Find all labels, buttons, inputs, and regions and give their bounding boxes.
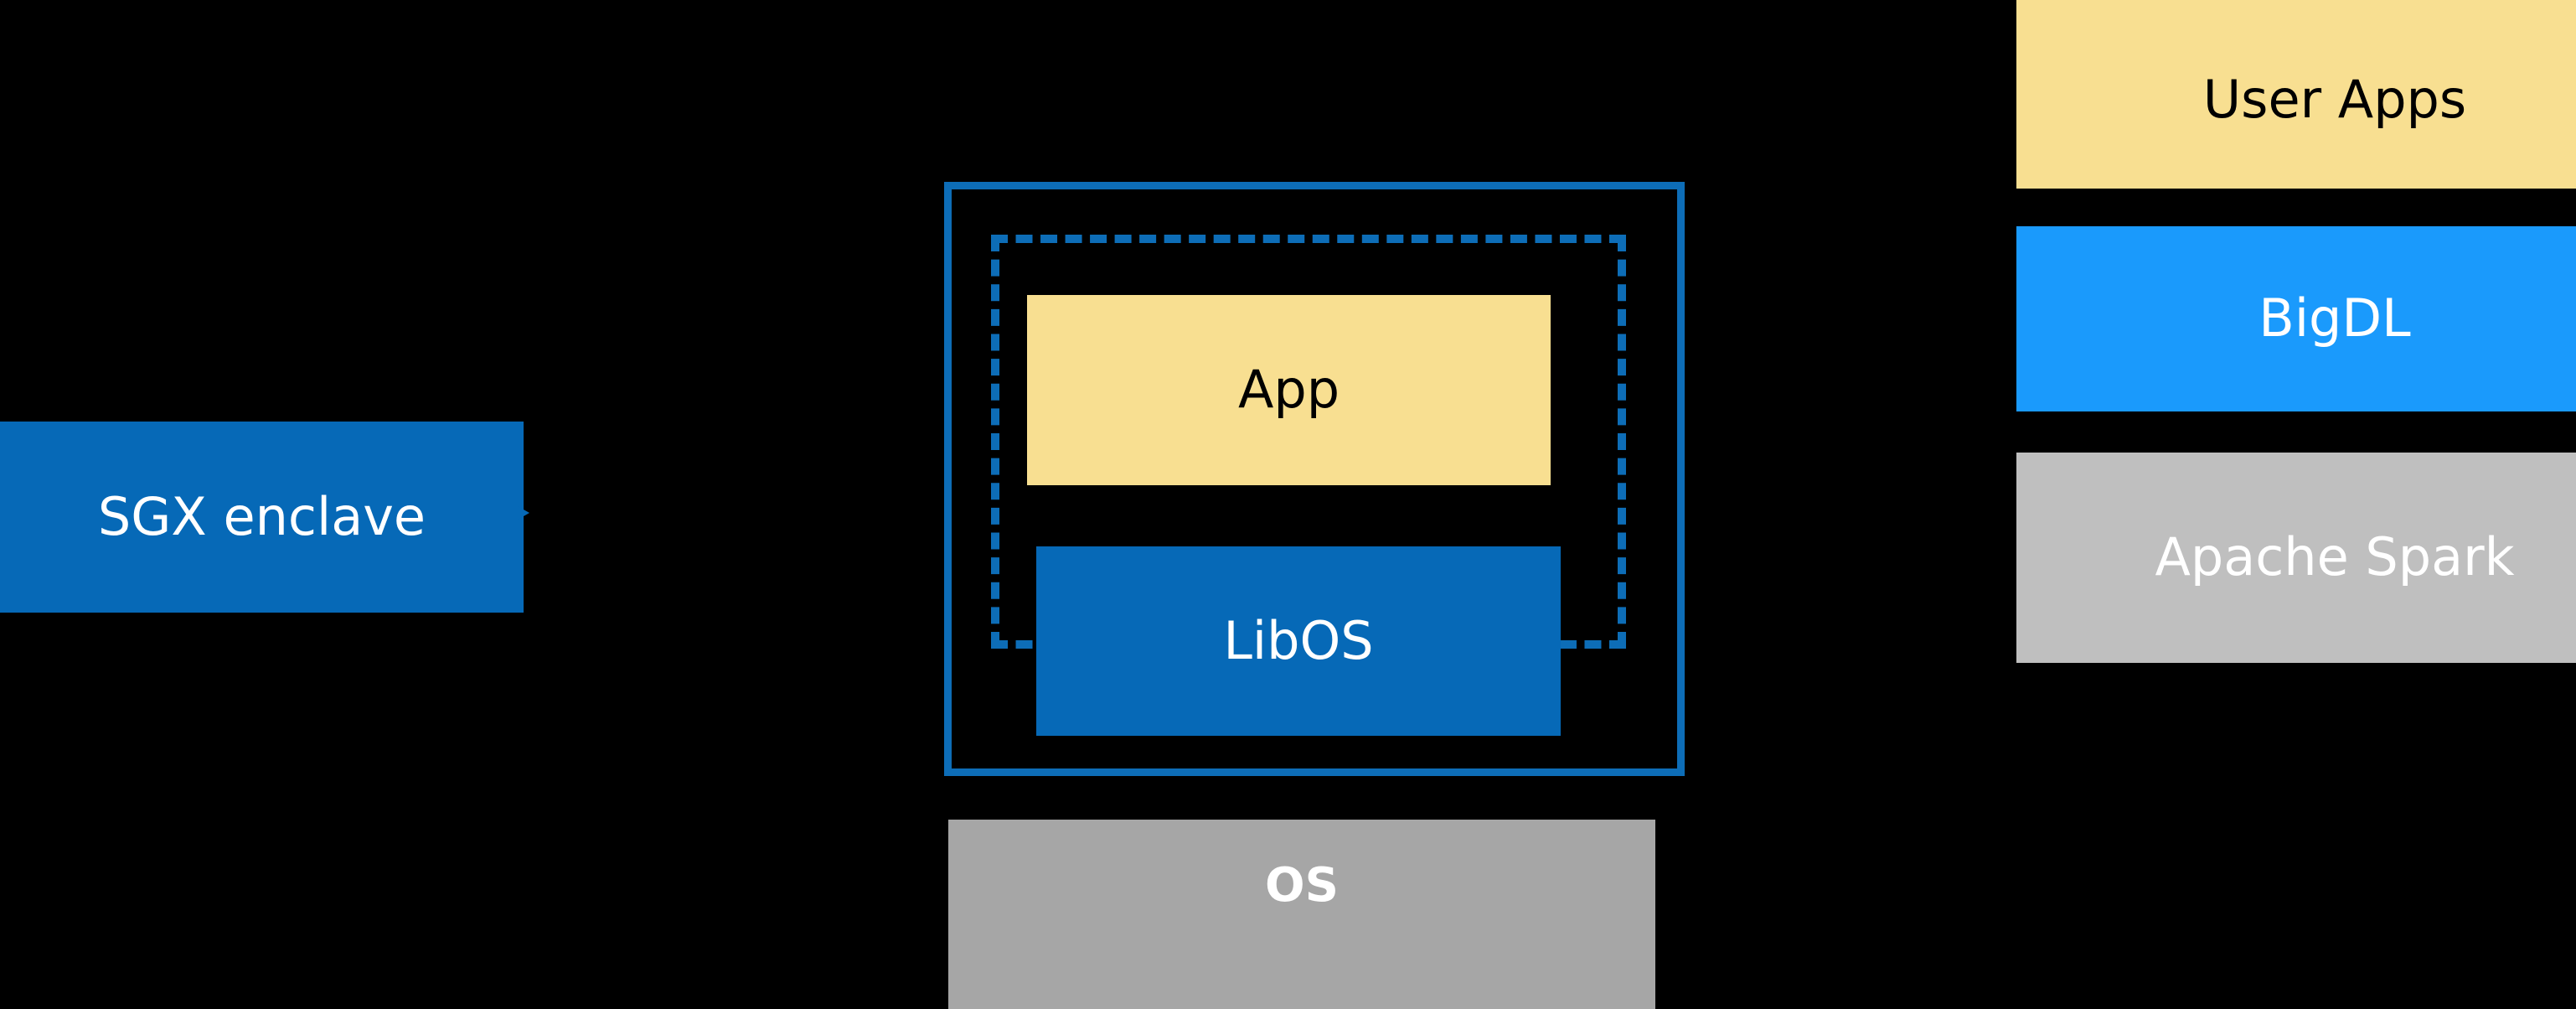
enclave-outer-frame	[944, 182, 1685, 776]
os-box[interactable]: OS	[948, 820, 1655, 1009]
libos-label: LibOS	[1223, 609, 1374, 671]
app-box[interactable]: App	[1027, 295, 1551, 485]
apache-spark-label: Apache Spark	[2155, 526, 2515, 588]
sgx-enclave-box[interactable]: SGX enclave	[0, 422, 524, 613]
bigdl-box[interactable]: BigDL	[2016, 226, 2576, 411]
bigdl-label: BigDL	[2259, 287, 2411, 349]
apache-spark-box[interactable]: Apache Spark	[2016, 453, 2576, 663]
user-apps-box[interactable]: User Apps	[2016, 0, 2576, 189]
sgx-enclave-label: SGX enclave	[97, 485, 426, 547]
os-label: OS	[1265, 858, 1339, 913]
user-apps-label: User Apps	[2202, 68, 2467, 130]
libos-box[interactable]: LibOS	[1036, 546, 1561, 736]
sgx-enclave-pointer-icon	[518, 506, 529, 520]
app-label: App	[1237, 359, 1340, 421]
